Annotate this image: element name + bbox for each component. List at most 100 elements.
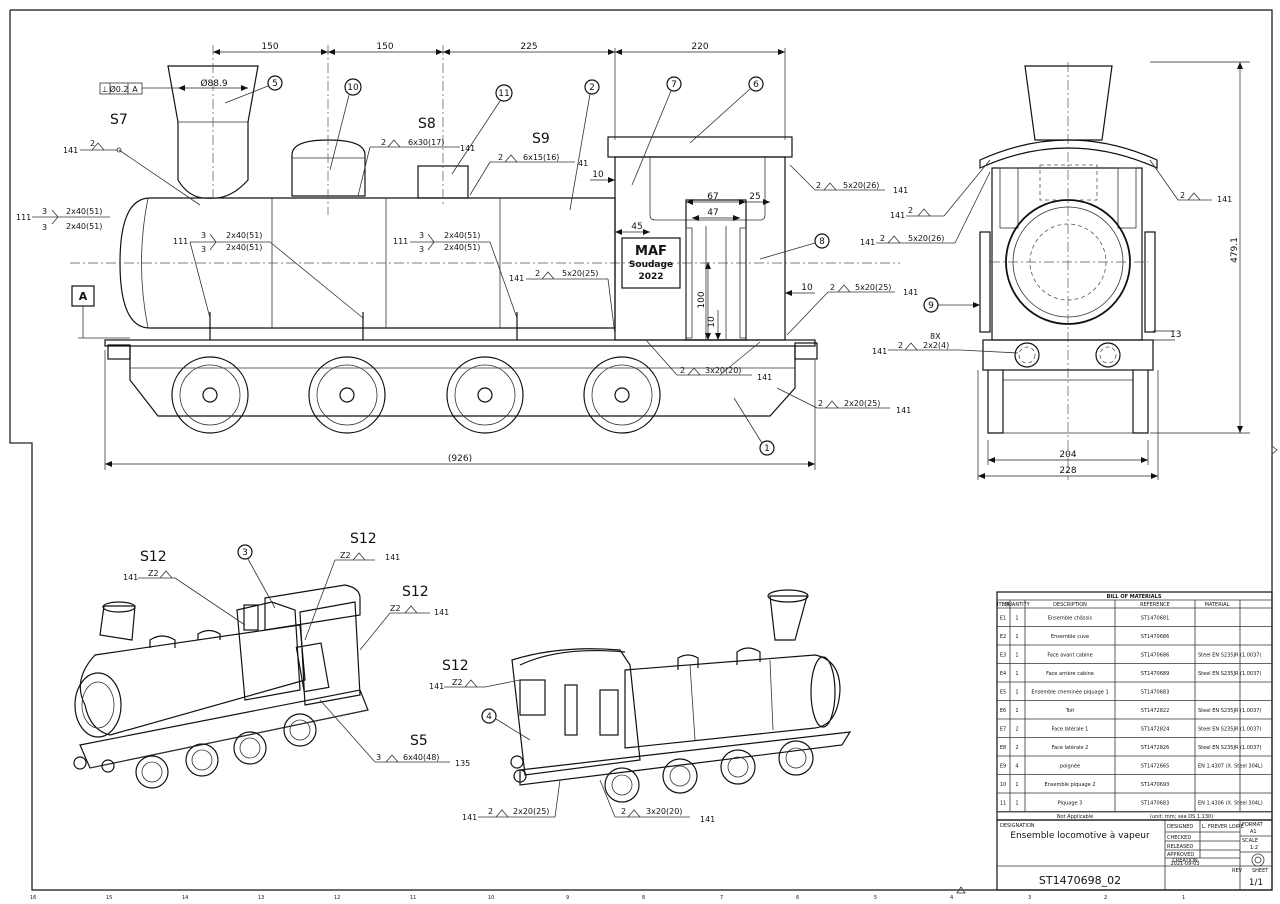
- weld-callout: 141 Z2: [429, 678, 521, 691]
- dim-10-a: 10: [592, 170, 604, 180]
- bom-cell-item: E9: [1000, 763, 1006, 769]
- svg-text:11: 11: [498, 89, 509, 99]
- svg-text:2: 2: [1180, 191, 1185, 200]
- bom-cell-material: Steel EN S235JR (1.0037): [1198, 708, 1261, 714]
- maf-plate: [621, 237, 681, 289]
- iso-left-section-s12-c: S12: [402, 584, 429, 600]
- section-s9: S9: [532, 131, 550, 147]
- boiler: [119, 197, 616, 329]
- iso-left-chimney: [102, 601, 136, 613]
- weld-callout: Z2 141: [359, 604, 449, 651]
- bom-cell-qty: 1: [1015, 671, 1018, 677]
- format-value: A1: [1250, 829, 1257, 835]
- bom-header-qty: QUANTITY: [1004, 602, 1030, 608]
- bom-header-ref: REFERENCE: [1140, 602, 1170, 608]
- weld-callout: 111 3 3 2x40(51) 2x40(51): [173, 231, 364, 319]
- svg-text:141: 141: [860, 238, 875, 247]
- front-view: 479.1 13 204 228 9 2 141 141 2: [860, 61, 1250, 480]
- svg-text:141: 141: [890, 211, 905, 220]
- balloon-9: 9: [923, 297, 980, 313]
- svg-text:2x2(4): 2x2(4): [923, 341, 949, 350]
- dim-overall-length: (926): [448, 454, 472, 464]
- svg-text:4: 4: [486, 712, 492, 722]
- dim-150-b: 150: [376, 42, 393, 52]
- weld-callout: 2 2x20(25) 141: [776, 387, 911, 415]
- bom-cell-reference: ST1470683: [1141, 689, 1170, 695]
- svg-text:8X: 8X: [930, 332, 941, 341]
- zone-numbers: 16 15 14 13 12 11 10 9 8 7 6 5 4 3 2 1: [30, 895, 1185, 901]
- weld-callout: 3 6x40(48) 135: [319, 699, 470, 768]
- bom-cell-reference: ST1470693: [1141, 782, 1170, 788]
- bom-cell-reference: ST1472824: [1141, 726, 1170, 732]
- bom-cell-qty: 4: [1015, 763, 1018, 769]
- svg-text:2x40(51): 2x40(51): [66, 207, 102, 216]
- approved-label: APPROVED: [1167, 852, 1194, 858]
- iso-left-section-s12-b: S12: [350, 531, 377, 547]
- wheel: [185, 743, 219, 777]
- balloon-1: 1: [733, 397, 775, 456]
- bom-cell-reference: ST1470683: [1141, 800, 1170, 806]
- top-dimension-chain: 150 150 225 220: [213, 42, 785, 55]
- iso-right-chimney: [767, 589, 809, 603]
- zone-number: 6: [796, 895, 799, 900]
- balloon-8: 8: [759, 233, 830, 260]
- front-cab: [991, 167, 1143, 341]
- dim-220: 220: [691, 42, 708, 52]
- wheel: [308, 356, 386, 434]
- bom-cell-item: E5: [1000, 689, 1006, 695]
- zone-number: 13: [258, 895, 264, 900]
- gdt-ref: A: [132, 85, 138, 94]
- datum-a-label: A: [79, 290, 88, 303]
- scale-label: SCALE: [1242, 838, 1258, 844]
- iso-left-cab: [299, 601, 361, 706]
- zone-number: 5: [874, 895, 877, 900]
- svg-text:3x20(20): 3x20(20): [646, 807, 682, 816]
- zone-number: 16: [30, 895, 36, 900]
- svg-text:2: 2: [381, 138, 386, 147]
- bom-cell-item: E3: [1000, 652, 1006, 658]
- wheel: [135, 755, 169, 789]
- scale-value: 1:2: [1250, 845, 1258, 851]
- wheel: [604, 767, 640, 803]
- svg-text:2: 2: [535, 269, 540, 278]
- steam-dome: [291, 139, 366, 197]
- bom-cell-description: Face latérale 1: [1052, 725, 1089, 732]
- gdt-tolerance: Ø0.2: [109, 84, 128, 94]
- bom-cell-reference: ST1472665: [1141, 763, 1170, 769]
- sheet-of: 1/1: [1249, 878, 1263, 888]
- bom-cell-reference: ST1470686: [1141, 652, 1170, 658]
- chassis-top-plate: [104, 339, 816, 347]
- chassis-frame: [129, 346, 796, 417]
- front-roof: [979, 139, 1158, 169]
- svg-text:2: 2: [898, 341, 903, 350]
- svg-text:2: 2: [589, 83, 595, 93]
- bom-cell-description: Ensemble cuve: [1051, 634, 1089, 640]
- section-s8: S8: [418, 116, 436, 132]
- svg-text:135: 135: [455, 759, 470, 768]
- dim-10-c: 10: [707, 316, 717, 328]
- bom-cell-item: E2: [1000, 634, 1006, 640]
- svg-text:3x20(20): 3x20(20): [705, 366, 741, 375]
- weld-callout: 141 2 5x20(26): [860, 171, 991, 247]
- balloon-11: 11: [451, 84, 513, 175]
- format-label: FORMAT: [1242, 822, 1264, 828]
- weld-callout: 141 Z2: [123, 569, 246, 626]
- bom-cell-qty: 2: [1015, 745, 1018, 751]
- iso-right-section-s12: S12: [442, 658, 469, 674]
- bom-cell-reference: ST1472822: [1141, 708, 1170, 714]
- bom-cell-qty: 1: [1015, 615, 1018, 621]
- sheet-label: SHEET: [1252, 868, 1269, 874]
- weld-callout: 2 141: [1149, 159, 1232, 204]
- designed-label: DESIGNED: [1167, 824, 1193, 830]
- creation-date: 2021-09-03: [1170, 861, 1199, 867]
- svg-text:2: 2: [498, 153, 503, 162]
- zone-number: 12: [334, 895, 340, 900]
- wheel: [233, 731, 267, 765]
- bom-cell-description: Ensemble châssis: [1048, 614, 1093, 621]
- svg-text:Z2: Z2: [390, 604, 401, 613]
